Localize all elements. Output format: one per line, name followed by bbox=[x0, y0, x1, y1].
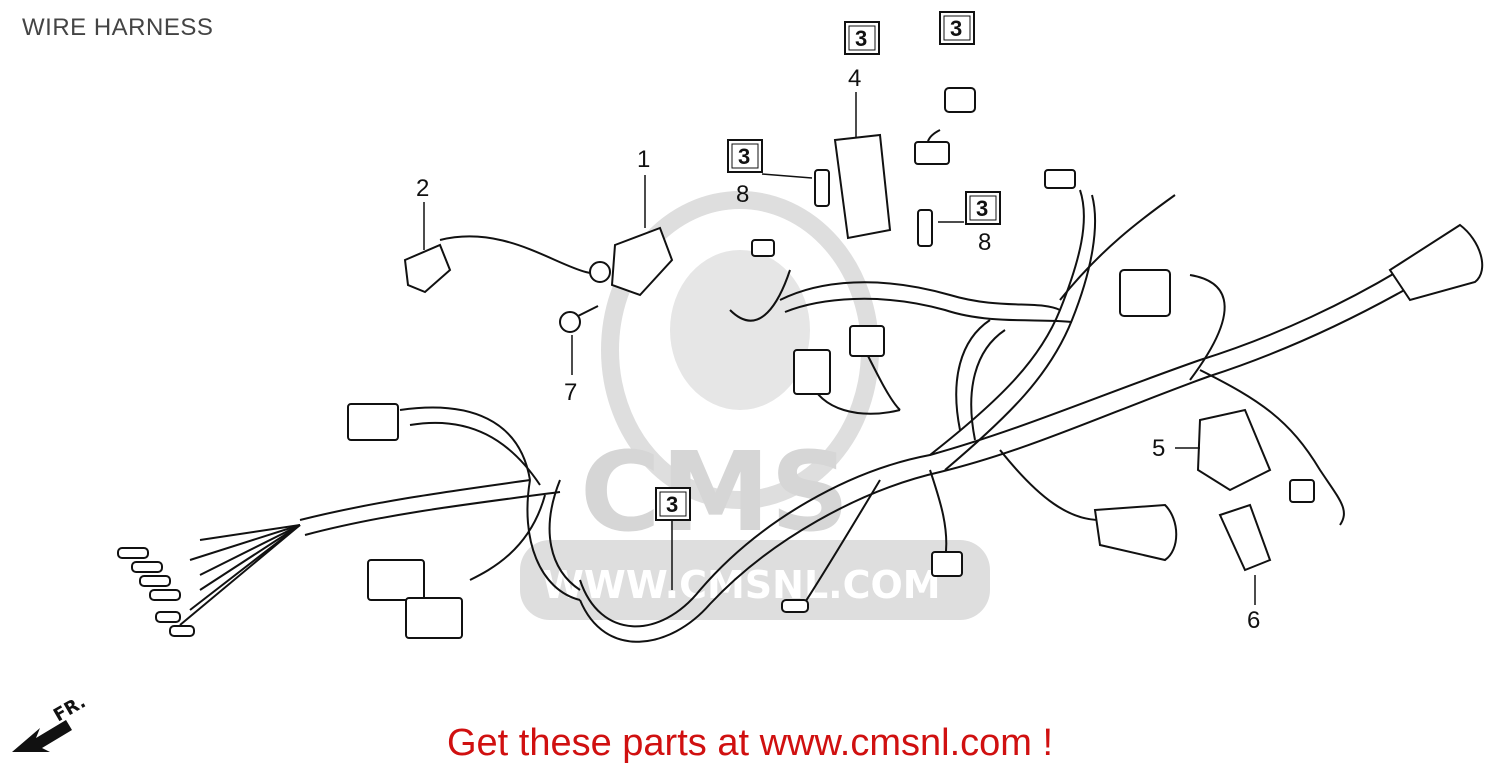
boxed-callout-3: 3 bbox=[965, 191, 1001, 225]
part-5-relay bbox=[1196, 408, 1272, 492]
svg-text:3: 3 bbox=[976, 196, 988, 221]
svg-text:3: 3 bbox=[855, 26, 867, 51]
promo-link[interactable]: Get these parts at www.cmsnl.com ! bbox=[446, 722, 1054, 764]
plug-cap-front bbox=[1093, 503, 1178, 562]
part-1-switch bbox=[610, 226, 674, 297]
boxed-callout-3: 3 bbox=[939, 11, 975, 45]
boxed-callout-3: 3 bbox=[655, 487, 691, 521]
callout-8-right: 8 bbox=[978, 229, 991, 256]
plug-cap-rear bbox=[1388, 223, 1484, 302]
svg-text:3: 3 bbox=[950, 16, 962, 41]
callout-2: 2 bbox=[416, 175, 429, 202]
part-6-holder bbox=[1218, 503, 1272, 572]
part-8-fuse-right bbox=[917, 209, 933, 247]
components bbox=[117, 87, 1484, 639]
part-4-fuse-box bbox=[833, 133, 892, 240]
callouts: 1 2 7 4 8 8 5 6 3 3 3 3 bbox=[416, 11, 1260, 634]
callout-5: 5 bbox=[1152, 435, 1165, 462]
callout-7: 7 bbox=[564, 379, 577, 406]
callout-4: 4 bbox=[848, 65, 861, 92]
boxed-callout-3: 3 bbox=[727, 139, 763, 173]
part-2-cap bbox=[403, 243, 452, 294]
part-8-fuse-left bbox=[814, 169, 830, 207]
leader-lines bbox=[423, 92, 1256, 605]
callout-6: 6 bbox=[1247, 607, 1260, 634]
callout-8-left: 8 bbox=[736, 181, 749, 208]
svg-text:3: 3 bbox=[666, 492, 678, 517]
part-7-bolt bbox=[559, 311, 581, 333]
svg-text:3: 3 bbox=[738, 144, 750, 169]
cms-watermark: CMS WWW.CMSNL.COM bbox=[520, 191, 990, 620]
callout-1: 1 bbox=[637, 146, 650, 173]
boxed-callout-3: 3 bbox=[844, 21, 880, 55]
watermark-brand: CMS bbox=[580, 428, 849, 556]
page-title: WIRE HARNESS bbox=[22, 14, 214, 41]
watermark-url: WWW.CMSNL.COM bbox=[542, 563, 941, 607]
